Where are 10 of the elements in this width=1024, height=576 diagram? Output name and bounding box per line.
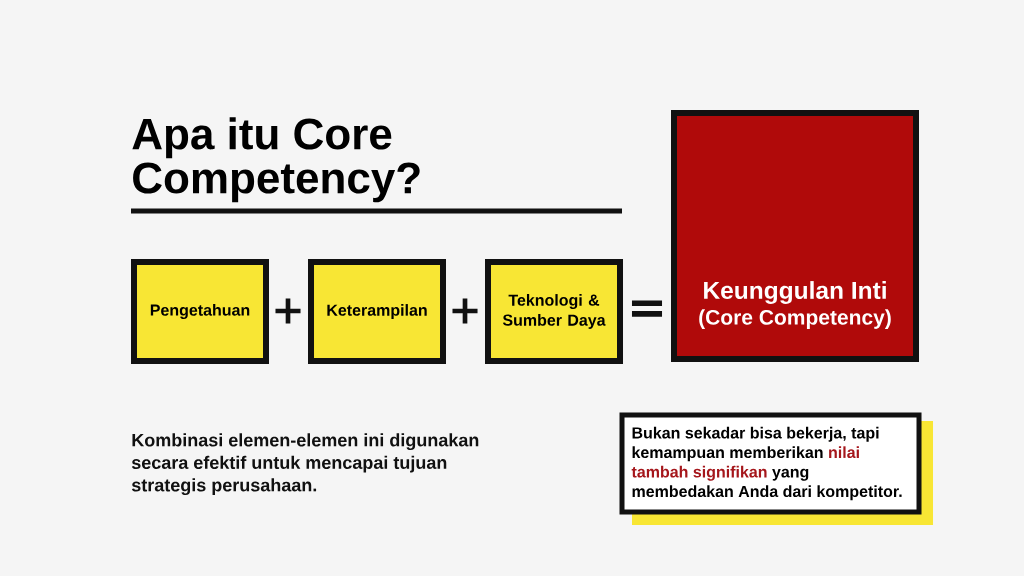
note-box: Bukan sekadar bisa bekerja, tapi kemampuan memberikan nilai tambah signifikan yang membedakan Anda dari kompetitor. bbox=[619, 412, 933, 525]
input-box: Teknologi & Sumber Daya bbox=[485, 259, 623, 364]
equals-sign: = bbox=[632, 300, 663, 317]
plus-sign: + bbox=[275, 298, 301, 324]
title: Apa itu Core Competency? bbox=[132, 117, 420, 203]
body-text: Kombinasi elemen-elemen ini digunakan secara efektif untuk mencapai tujuan strategis perusahaan. bbox=[131, 433, 479, 496]
input-box: Pengetahuan bbox=[131, 259, 269, 364]
result-box: Keunggulan Inti (Core Competency) bbox=[671, 110, 919, 362]
input-box: Keterampilan bbox=[308, 259, 446, 364]
plus-sign: + bbox=[452, 298, 478, 324]
